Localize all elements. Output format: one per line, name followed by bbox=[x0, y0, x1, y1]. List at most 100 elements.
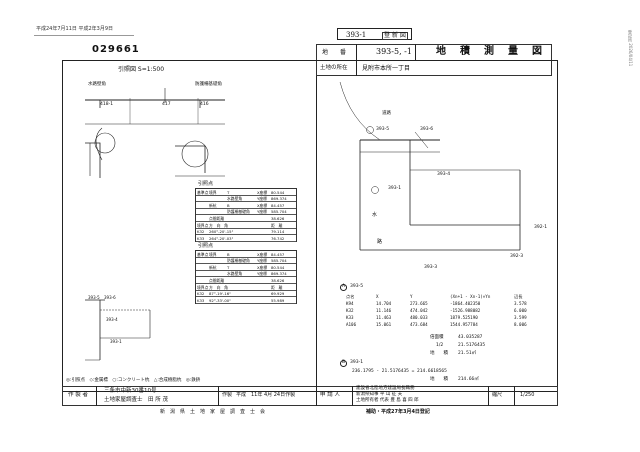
main-393-3: 393-3 bbox=[424, 265, 438, 270]
coords-cell: -1526.988082 bbox=[450, 308, 481, 313]
footer-vdiv-1 bbox=[96, 386, 97, 406]
main-side-1: 水 bbox=[372, 212, 378, 218]
coords-cell: K94 bbox=[346, 301, 354, 306]
ref-table-2-cell: 点間距離 bbox=[209, 277, 225, 283]
ref-table-1-cell: 境界 bbox=[209, 189, 217, 195]
ref-table-1-cell: 260°-20'-15" bbox=[209, 229, 234, 235]
footer-vdiv-6 bbox=[514, 386, 515, 406]
ref-table-1-title: 引照点 bbox=[198, 181, 214, 187]
coords-half-value: 21.5176435 bbox=[458, 343, 486, 348]
ref-table-2-cell: X座標 bbox=[257, 264, 268, 270]
coords-cell: A106 bbox=[346, 322, 357, 327]
receipt-stamp: 平成24年7月11日 平成2年3月9日 bbox=[36, 26, 114, 32]
receipt-stamp-underline bbox=[34, 35, 134, 36]
small-map-lbl-c: 393-4 bbox=[106, 317, 118, 322]
coords-section: 393-5 bbox=[350, 284, 364, 289]
coords-b-area-label: 地 積 bbox=[430, 377, 448, 382]
footer-applicant-line3: 土地所有者 代表 豊 島 喜 四 郎 bbox=[356, 398, 419, 403]
footer-reg-date: 補助・平成27年3月4日登記 bbox=[366, 409, 430, 415]
index-num-a: 418-1 bbox=[100, 102, 114, 107]
coords-area-value: 21.51㎡ bbox=[458, 351, 477, 356]
coords-b-area-value: 214.66㎡ bbox=[458, 377, 479, 382]
ref-table-2-cell: 境界 bbox=[209, 251, 217, 257]
ref-table-1-cell: B bbox=[227, 202, 230, 208]
coords-cell: 1544.957784 bbox=[450, 322, 478, 327]
main-393-1: 393-1 bbox=[388, 186, 402, 191]
ref-table-2-cell: 距 離 bbox=[271, 284, 283, 290]
coords-header-cell: Y bbox=[410, 294, 413, 299]
stamp-number-box: 393-1 登 新 図 bbox=[337, 28, 412, 40]
doc-number: 029661 bbox=[92, 44, 140, 55]
coords-cell: 3.599 bbox=[514, 315, 527, 320]
coords-cell: 473.684 bbox=[410, 322, 428, 327]
main-393-5: 393-5 bbox=[376, 127, 390, 132]
ref-table-1-cell: 869.374 bbox=[271, 196, 287, 202]
ref-table-2-cell: Y座標 bbox=[257, 271, 267, 277]
coords-cell: K32 bbox=[346, 308, 354, 313]
index-label-right: 防護柵基礎角 bbox=[195, 82, 222, 87]
coords-cell: -1864.402350 bbox=[450, 301, 481, 306]
footer-date-label: 作製 bbox=[222, 392, 233, 398]
footer-vdiv-5 bbox=[488, 386, 489, 406]
ref-table-1-cell: K32 bbox=[197, 229, 205, 235]
footer-creator-line2: 土地家屋調査士 田 所 茂 bbox=[104, 397, 168, 403]
ref-table-2-cell: 基準点 bbox=[197, 251, 209, 257]
coords-cell: 1879.525190 bbox=[450, 315, 478, 320]
main-392-3: 392-3 bbox=[510, 254, 524, 259]
coords-cell: 273.665 bbox=[410, 301, 428, 306]
ref-table-1-cell: 84.457 bbox=[271, 202, 285, 208]
coords-b-section: 393-1 bbox=[350, 360, 364, 365]
ref-table-1-cell: 38.626 bbox=[271, 215, 285, 221]
ref-table-2-cell: K33 bbox=[197, 297, 205, 303]
footer-applicant-label: 申 請 人 bbox=[320, 392, 340, 398]
footer-vdiv-2 bbox=[218, 386, 219, 406]
ref-table-1-cell: 防護柵基礎角 bbox=[227, 209, 250, 215]
title-divider bbox=[316, 60, 552, 61]
index-num-c: 416 bbox=[200, 102, 209, 107]
footer-vdiv-4 bbox=[352, 386, 353, 406]
ref-table-2-cell: T bbox=[227, 264, 230, 270]
ref-table-2-cell: 55.989 bbox=[271, 297, 285, 303]
ref-table-2-cell: 69.929 bbox=[271, 291, 285, 297]
coords-half-label: 1/2 bbox=[436, 343, 444, 348]
coords-cell: 480.033 bbox=[410, 315, 428, 320]
ref-table-2-cell: 38.626 bbox=[271, 277, 285, 283]
ref-table-1-cell: 方 向 角 bbox=[209, 222, 228, 228]
ref-table-1-cell: 距 離 bbox=[271, 222, 283, 228]
location-label: 土地の所在 bbox=[320, 65, 348, 71]
ref-table-1-cell: 点間距離 bbox=[209, 215, 225, 221]
coords-header-cell: (Xn+1 - Xn-1)×Yn bbox=[450, 294, 491, 299]
ref-table-1-cell: K33 bbox=[197, 235, 205, 241]
main-393-6: 393-6 bbox=[420, 127, 434, 132]
small-map-lbl-b: 393-6 bbox=[104, 295, 116, 300]
ref-table-1-cell: 585.704 bbox=[271, 209, 287, 215]
index-map-drawing bbox=[85, 88, 225, 178]
ref-table-1-cell: X座標 bbox=[257, 202, 268, 208]
main-393-4: 393-4 bbox=[437, 172, 451, 177]
location-value: 見附市本所一丁目 bbox=[362, 65, 411, 72]
coords-section-circle: A bbox=[340, 284, 348, 291]
ref-table-2-cell: 水路壁角 bbox=[227, 271, 243, 277]
ref-table-2-cell: 新杭 bbox=[209, 264, 217, 270]
stamp-mark: 登 新 図 bbox=[382, 32, 408, 40]
ref-table-1-cell: Y座標 bbox=[257, 209, 267, 215]
ref-table-1-cell: 基準点 bbox=[197, 189, 209, 195]
ref-table-1-row: 防護柵基礎角 Y座標 585.704 bbox=[196, 209, 296, 216]
ref-table-1-cell: 水路壁角 bbox=[227, 196, 243, 202]
ref-table-2-row: 水路壁角 Y座標 869.374 bbox=[196, 271, 296, 278]
ref-table-1-cell: 264°-20'-03" bbox=[209, 235, 234, 241]
ref-table-2-cell: K32 bbox=[197, 291, 205, 297]
footer-creator-line1: 三条市中新30番10号 bbox=[104, 388, 157, 394]
footer-block bbox=[62, 386, 558, 406]
main-road: 道路 bbox=[382, 111, 391, 116]
ref-table-2-row: 境界点方 向 角距 離 bbox=[196, 284, 296, 291]
ref-table-2-cell: 869.374 bbox=[271, 271, 287, 277]
ref-table-1-row: 点間距離 38.626 bbox=[196, 215, 296, 222]
ref-table-1-cell: 76.742 bbox=[271, 235, 285, 241]
